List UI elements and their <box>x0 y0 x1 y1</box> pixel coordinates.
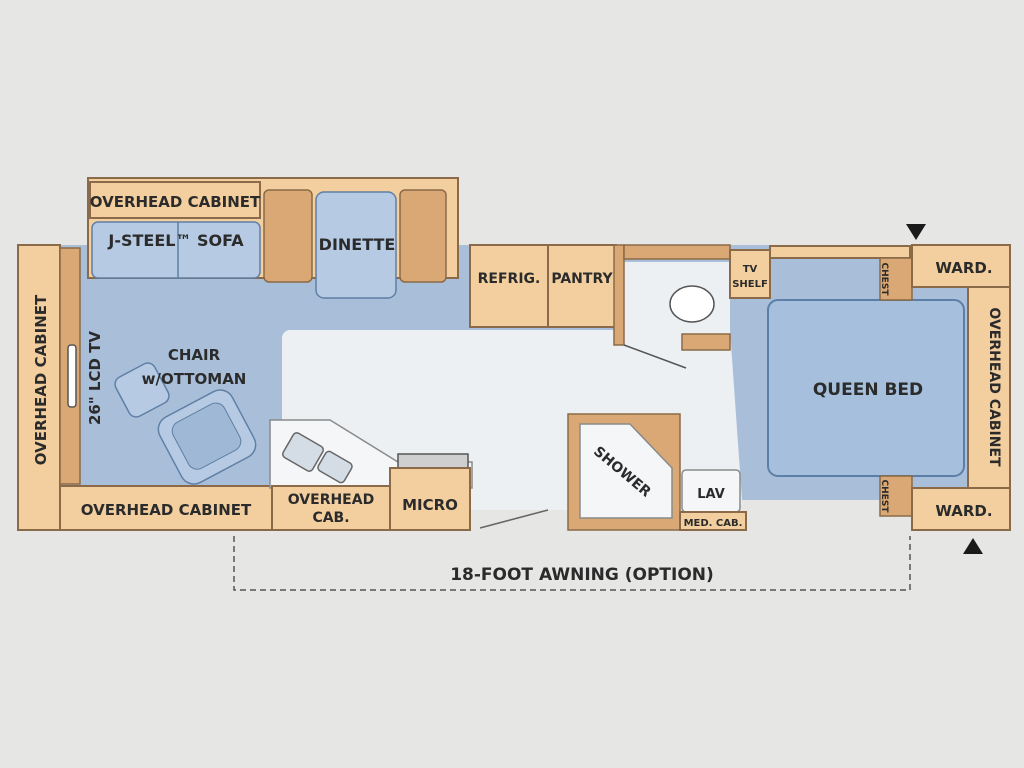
sink-left <box>281 432 325 472</box>
pantry-label: PANTRY <box>551 271 613 287</box>
queen-bed <box>767 299 965 477</box>
bath-wall-top <box>623 244 731 260</box>
stove <box>397 453 469 469</box>
dinette-bench-left <box>263 189 313 283</box>
lcd-tv-label: 26" LCD TV <box>86 331 104 425</box>
micro-label: MICRO <box>402 496 458 514</box>
lav-label: LAV <box>697 487 725 502</box>
pantry <box>547 244 617 328</box>
overhead-cabinet-top-label: OVERHEAD CABINET <box>90 193 261 211</box>
chest-bottom-label: CHEST <box>879 480 889 514</box>
bath-ledge <box>681 333 731 351</box>
overhead-cabinet-left <box>17 244 61 531</box>
dinette-table <box>315 191 397 299</box>
overhead-cabinet-right <box>967 286 1011 489</box>
dinette-bench-right <box>399 189 447 283</box>
chair-cushion <box>171 402 242 470</box>
chair-label: CHAIR <box>168 346 221 364</box>
bath-wall-left <box>613 244 625 346</box>
tv-shelf-label-1: TV <box>743 264 758 275</box>
ward-top <box>911 244 1011 288</box>
overhead-cab-label-2: CAB. <box>312 510 349 526</box>
sofa-label: J-STEEL™ SOFA <box>107 231 244 250</box>
awning-label: 18-FOOT AWNING (OPTION) <box>450 565 714 585</box>
overhead-cab-label-1: OVERHEAD <box>288 492 374 508</box>
chest-top-label: CHEST <box>879 263 889 297</box>
dinette-label: DINETTE <box>319 235 396 254</box>
chest-bottom <box>879 475 913 517</box>
tv-shelf <box>729 249 771 299</box>
marker-top-arrow <box>906 224 926 240</box>
overhead-cabinet-bottom-label: OVERHEAD CABINET <box>81 501 252 519</box>
ottoman <box>114 362 170 418</box>
microwave <box>389 467 471 531</box>
ward-top-label: WARD. <box>935 259 992 277</box>
ottoman-label: w/OTTOMAN <box>142 370 247 388</box>
toilet <box>669 285 715 323</box>
queen-bed-label: QUEEN BED <box>813 380 923 400</box>
overhead-cabinet-right-label: OVERHEAD CABINET <box>986 307 1002 467</box>
med-cab-label: MED. CAB. <box>684 518 743 529</box>
bath-door <box>623 344 687 369</box>
refrig-label: REFRIG. <box>478 271 541 287</box>
entry-door <box>479 509 549 529</box>
shower-pan <box>579 423 673 519</box>
ward-bottom <box>911 487 1011 531</box>
bedroom-top-ledge <box>769 245 911 259</box>
ward-bottom-label: WARD. <box>935 502 992 520</box>
awning-outline <box>233 536 911 591</box>
marker-bottom-arrow <box>963 538 983 554</box>
sink-right <box>317 450 353 484</box>
overhead-cabinet-top <box>89 181 261 219</box>
refrigerator <box>469 244 549 328</box>
sofa <box>91 221 261 279</box>
tv-shelf-label-2: SHELF <box>732 279 768 290</box>
overhead-cabinet-left-label: OVERHEAD CABINET <box>32 294 50 465</box>
lcd-tv <box>67 344 77 408</box>
med-cab <box>679 511 747 531</box>
